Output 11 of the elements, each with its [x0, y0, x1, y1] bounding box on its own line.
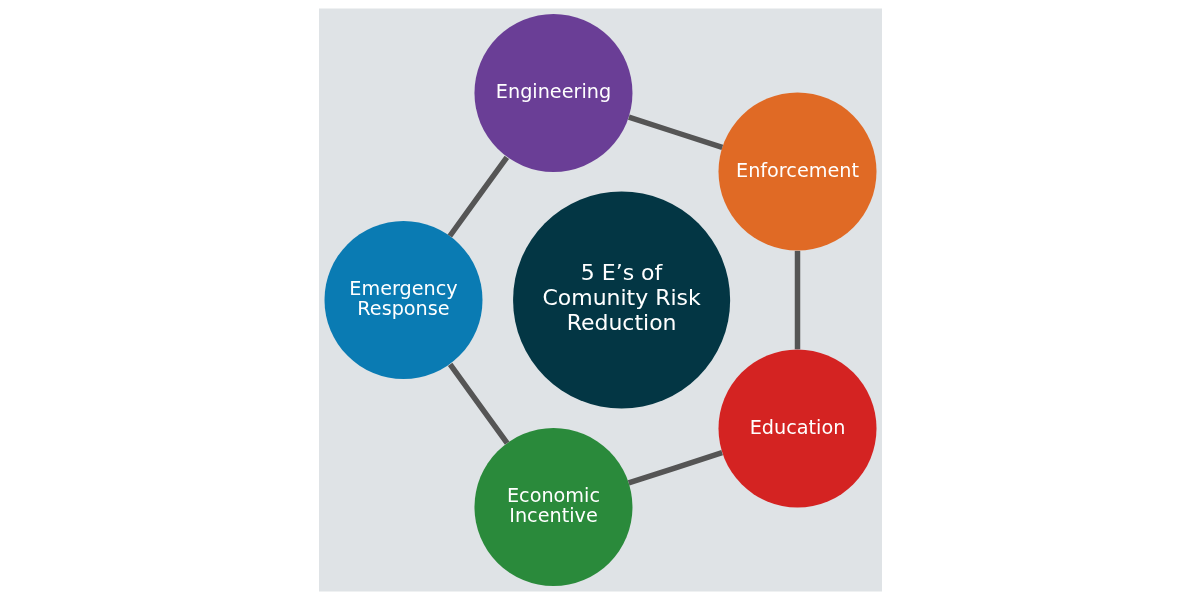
connector — [627, 450, 723, 486]
node-circle: Engineering — [473, 13, 632, 172]
node-circle: Economic Incentive — [473, 428, 632, 587]
connector — [447, 362, 509, 445]
node-circle: 5 E’s of Comunity Risk Reduction — [512, 191, 730, 409]
node-circle: Education — [718, 349, 876, 508]
connector — [794, 250, 800, 350]
node-circle: Enforcement — [718, 92, 876, 251]
connector — [627, 114, 723, 150]
connector — [447, 155, 509, 238]
node-circle: Emergency Response — [324, 221, 482, 379]
